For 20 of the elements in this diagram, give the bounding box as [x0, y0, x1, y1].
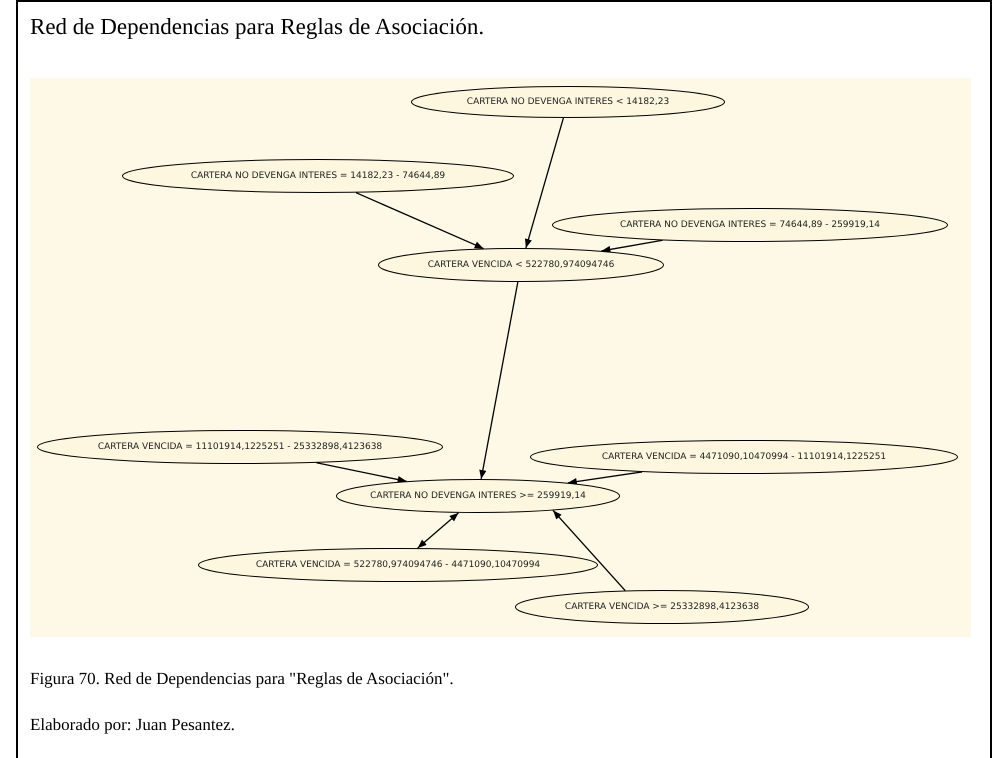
figure-caption: Figura 70. Red de Dependencias para "Reglas de Asociación".	[30, 669, 454, 689]
node-label: CARTERA NO DEVENGA INTERES < 14182,23	[466, 97, 670, 107]
arrow	[552, 510, 626, 591]
arrow	[316, 462, 407, 484]
node-label: CARTERA VENCIDA = 4471090,10470994 - 11101914,1225251	[602, 452, 886, 462]
arrow	[524, 118, 564, 248]
node-label: CARTERA VENCIDA = 11101914,1225251 - 25332898,4123638	[98, 442, 382, 452]
arrow	[356, 192, 484, 250]
node-label: CARTERA NO DEVENGA INTERES >= 259919,14	[370, 491, 586, 501]
diagram-title: Red de Dependencias para Reglas de Asociación.	[30, 14, 484, 40]
node-label: CARTERA VENCIDA < 522780,974094746	[428, 260, 614, 270]
node-label: CARTERA VENCIDA >= 25332898,4123638	[564, 602, 760, 612]
node-label: CARTERA NO DEVENGA INTERES = 14182,23 - 74644,89	[190, 171, 446, 181]
arrow	[479, 282, 518, 480]
arrow	[568, 471, 642, 486]
arrow	[601, 240, 663, 253]
node-label: CARTERA VENCIDA = 522780,974094746 - 4471090,10470994	[256, 560, 540, 570]
arrow	[417, 512, 459, 549]
author-note: Elaborado por: Juan Pesantez.	[30, 715, 235, 735]
node-label: CARTERA NO DEVENGA INTERES = 74644,89 - 259919,14	[620, 220, 880, 230]
